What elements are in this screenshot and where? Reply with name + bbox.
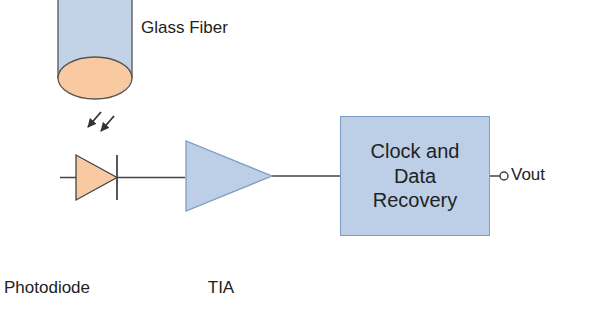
label-holder: Glass Fiber: [141, 18, 228, 38]
signal-wire: [272, 175, 340, 177]
label-holder: Photodiode: [4, 278, 90, 298]
light-arrows: [88, 112, 114, 131]
process-box: Clock and Data Recovery: [340, 116, 490, 236]
box-label: Clock and Data Recovery: [359, 139, 471, 212]
part-name: Photodiode: [4, 278, 90, 298]
output-terminal: [500, 172, 508, 180]
photodiode-symbol: Photodiode: [60, 150, 125, 205]
part-name: Glass Fiber: [141, 18, 228, 38]
output-wire: [490, 175, 500, 177]
signal-wire: [125, 177, 185, 179]
glass-fiber: Glass Fiber: [57, 0, 133, 100]
glass-fiber-outline: [57, 0, 133, 100]
amplifier-triangle: TIA: [185, 140, 272, 212]
amplifier-triangle-outline: [185, 140, 272, 212]
photodiode-symbol-outline: [60, 150, 125, 205]
signal-name: Vout: [511, 165, 545, 185]
label-holder: Vout: [511, 165, 545, 185]
label-holder: TIA: [208, 278, 234, 298]
part-name: TIA: [208, 278, 234, 298]
